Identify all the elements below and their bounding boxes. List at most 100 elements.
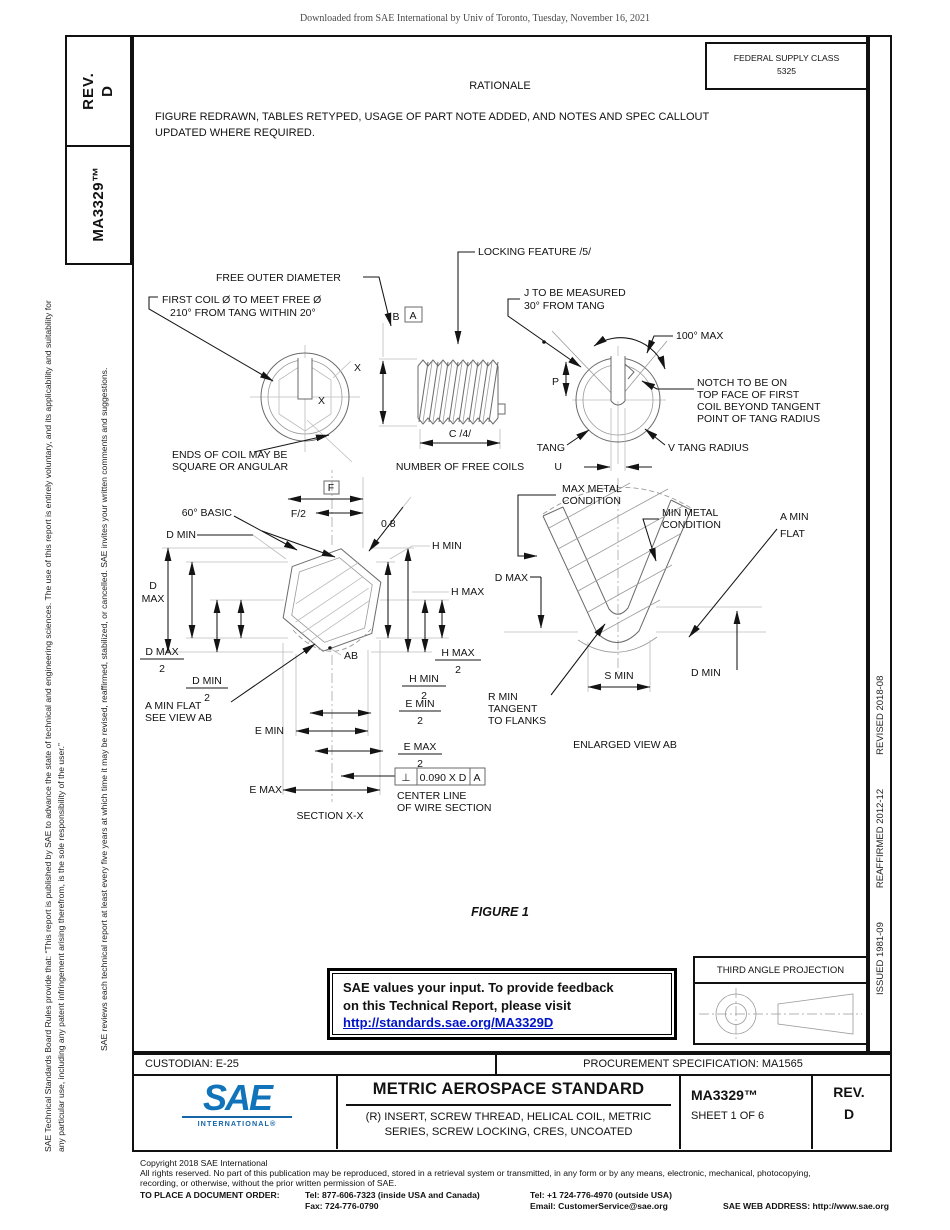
doc-number-tab-label: MA3329™ xyxy=(90,166,107,242)
label-j-measured-2: 30° FROM TANG xyxy=(524,300,605,312)
title-block-divider-2 xyxy=(679,1076,681,1149)
label-first-coil-1: FIRST COIL Ø TO MEET FREE Ø xyxy=(162,294,321,306)
label-60-basic: 60° BASIC xyxy=(182,507,233,519)
label-notch-4: POINT OF TANG RADIUS xyxy=(697,413,820,425)
label-e-min-half-den: 2 xyxy=(417,715,423,727)
label-first-coil-2: 210° FROM TANG WITHIN 20° xyxy=(170,307,316,319)
label-dim-u: U xyxy=(554,461,562,473)
label-e-min: E MIN xyxy=(255,725,284,737)
label-a-min-1: A MIN xyxy=(780,511,809,523)
label-dim-b: B xyxy=(392,311,399,323)
sae-review-text: SAE reviews each technical report at lea… xyxy=(99,367,109,1051)
label-max-metal-2: CONDITION xyxy=(562,495,621,507)
main-drawing-frame xyxy=(132,35,868,1053)
feedback-line-1: SAE values your input. To provide feedba… xyxy=(343,980,614,995)
label-h-min-half-num: H MIN xyxy=(409,673,439,685)
label-locking-feature: LOCKING FEATURE /5/ xyxy=(478,246,591,258)
feedback-link[interactable]: http://standards.sae.org/MA3329D xyxy=(343,1015,554,1031)
label-r-min-3: TO FLANKS xyxy=(488,715,546,727)
rev-label: REV. xyxy=(833,1084,865,1100)
label-section-x-1: X xyxy=(354,362,361,374)
label-d-max-half-den: 2 xyxy=(159,663,165,675)
label-v-tang-radius: V TANG RADIUS xyxy=(668,442,749,454)
label-datum-a: A xyxy=(409,310,416,322)
label-fcf-tolerance: 0.090 X D xyxy=(420,772,467,784)
label-e-max-half-den: 2 xyxy=(417,758,423,770)
footer-copyright: Copyright 2018 SAE International xyxy=(140,1158,268,1168)
label-centerline-1: CENTER LINE xyxy=(397,790,466,802)
title-block-divider-1 xyxy=(336,1076,338,1149)
label-dim-p: P xyxy=(552,376,559,388)
label-max-metal-1: MAX METAL xyxy=(562,483,622,495)
label-notch-3: COIL BEYOND TANGENT xyxy=(697,401,821,413)
footer-rights-2: recording, or otherwise, without the pri… xyxy=(140,1178,397,1188)
enlarged-view-ab xyxy=(504,478,778,696)
right-revision-strip xyxy=(868,35,892,1053)
label-free-outer-diameter: FREE OUTER DIAMETER xyxy=(216,272,341,284)
label-min-metal-1: MIN METAL xyxy=(662,507,719,519)
doc-number-tab-box xyxy=(65,145,132,265)
top-view-dimension-lines xyxy=(148,251,694,471)
download-watermark: Downloaded from SAE International by Uni… xyxy=(299,13,651,24)
sae-logo-text: SAE xyxy=(202,1077,273,1118)
label-number-free-coils: NUMBER OF FREE COILS xyxy=(396,461,524,473)
rationale-body: FIGURE REDRAWN, TABLES RETYPED, USAGE OF… xyxy=(155,111,709,139)
label-r-min-2: TANGENT xyxy=(488,703,538,715)
title-block-divider-h xyxy=(134,1074,890,1076)
reaffirmed-date: REAFFIRMED 2012-12 xyxy=(874,788,886,889)
label-j-measured-1: J TO BE MEASURED xyxy=(524,287,626,299)
figure-1-drawing: LOCKING FEATURE /5/ FREE OUTER DIAMETER … xyxy=(140,246,821,919)
revision-history-strip: ISSUED 1981-09 REAFFIRMED 2012-12 REVISE… xyxy=(869,37,891,1051)
label-min-metal-2: CONDITION xyxy=(662,519,721,531)
label-fcf-perpendicularity: ⊥ xyxy=(401,772,410,784)
label-d-min-half-num: D MIN xyxy=(192,675,222,687)
doc-number-tab: MA3329™ xyxy=(65,145,132,263)
label-e-max-half-num: E MAX xyxy=(404,741,437,753)
label-100-max: 100° MAX xyxy=(676,330,723,342)
label-d-max-right: D MAX xyxy=(495,572,528,584)
footer-tel-inside: Tel: 877-606-7323 (inside USA and Canada… xyxy=(305,1190,480,1200)
footer-tel-outside: Tel: +1 724-776-4970 (outside USA) xyxy=(530,1190,672,1200)
rev-tab-value: D xyxy=(98,85,116,97)
third-angle-projection-symbol xyxy=(699,988,862,1040)
sae-disclaimer-text: SAE Technical Standards Board Rules prov… xyxy=(43,300,67,1152)
label-notch-2: TOP FACE OF FIRST xyxy=(697,389,800,401)
insert-end-view xyxy=(250,345,360,463)
sae-logo-subtext: INTERNATIONAL® xyxy=(182,1116,292,1128)
label-section-xx: SECTION X-X xyxy=(296,810,363,822)
label-ab: AB xyxy=(344,650,358,662)
label-a-min-flat-1: A MIN FLAT xyxy=(145,700,202,712)
label-dim-f2: F/2 xyxy=(291,508,306,520)
standard-title-line-2: SERIES, SCREW LOCKING, CRES, UNCOATED xyxy=(384,1126,633,1139)
label-centerline-2: OF WIRE SECTION xyxy=(397,802,492,814)
label-r-min-1: R MIN xyxy=(488,691,518,703)
label-a-min-2: FLAT xyxy=(780,528,805,540)
rev-tab-label: REV. xyxy=(79,72,97,110)
section-xx-view xyxy=(140,470,486,802)
label-d-max-half-num: D MAX xyxy=(145,646,178,658)
label-h-max-half-den: 2 xyxy=(455,664,461,676)
title-block: CUSTODIAN: E-25 PROCUREMENT SPECIFICATIO… xyxy=(132,1053,892,1152)
revised-date: REVISED 2018-08 xyxy=(874,675,886,755)
federal-supply-class-box: FEDERAL SUPPLY CLASS 5325 xyxy=(705,42,868,90)
third-angle-projection-title: THIRD ANGLE PROJECTION xyxy=(695,958,866,984)
label-a-min-flat-2: SEE VIEW AB xyxy=(145,712,212,724)
custodian-text: CUSTODIAN: E-25 xyxy=(145,1058,239,1070)
footer-web: SAE WEB ADDRESS: http://www.sae.org xyxy=(723,1201,889,1211)
feedback-box: SAE values your input. To provide feedba… xyxy=(327,968,677,1040)
issued-date: ISSUED 1981-09 xyxy=(874,922,886,995)
rev-tab: REV. D xyxy=(65,35,132,147)
label-h-min: H MIN xyxy=(432,540,462,552)
standard-heading: METRIC AEROSPACE STANDARD xyxy=(372,1080,645,1098)
label-d-min-right: D MIN xyxy=(691,667,721,679)
footer-email: Email: CustomerService@sae.org xyxy=(530,1201,668,1211)
footer-rights-1: All rights reserved. No part of this pub… xyxy=(140,1168,811,1178)
sae-logo: SAE INTERNATIONAL® xyxy=(182,1077,292,1128)
label-d-max-stack-2: MAX xyxy=(142,593,165,605)
label-ends-coil-1: ENDS OF COIL MAY BE xyxy=(172,449,287,461)
label-notch-1: NOTCH TO BE ON xyxy=(697,377,787,389)
figure-caption: FIGURE 1 xyxy=(471,905,529,919)
standard-title-line-1: (R) INSERT, SCREW THREAD, HELICAL COIL, … xyxy=(365,1111,652,1123)
label-fcf-datum: A xyxy=(473,772,480,784)
